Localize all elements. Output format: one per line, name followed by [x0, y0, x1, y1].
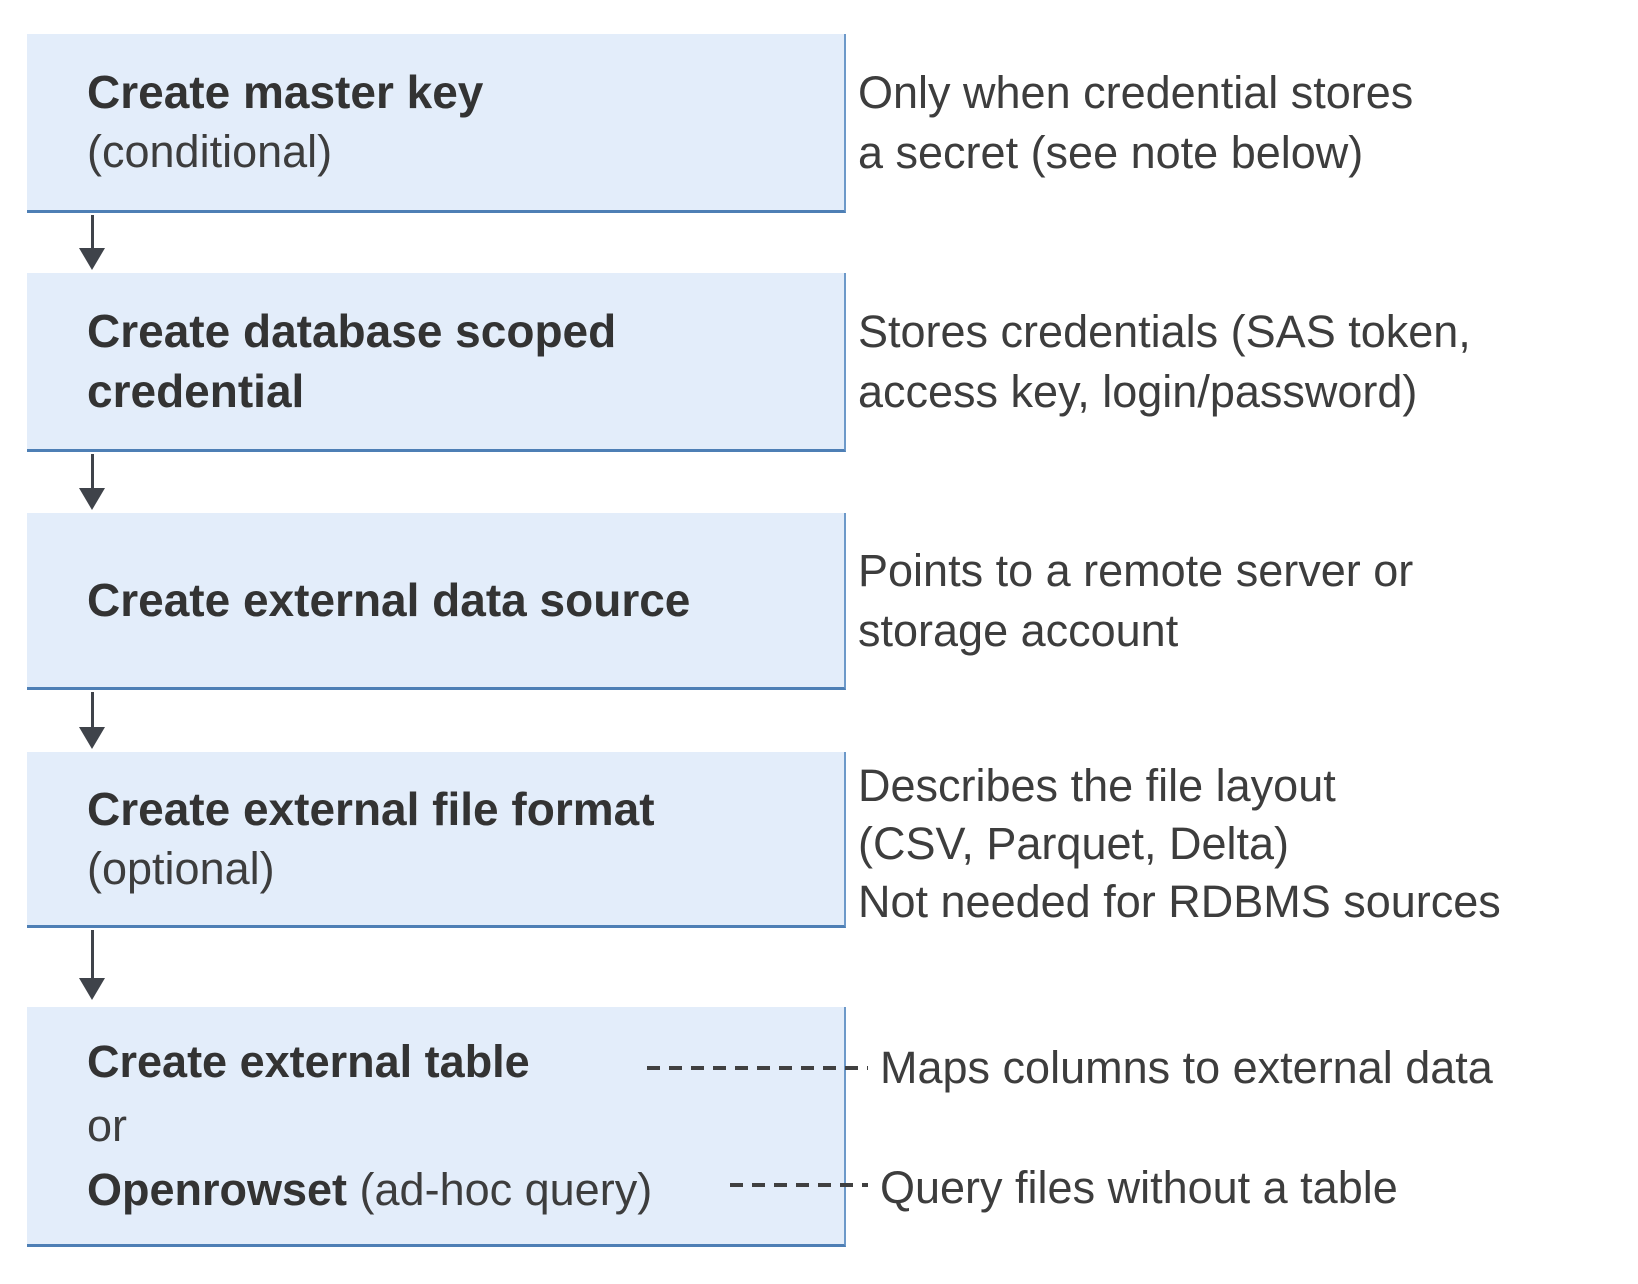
step-description: Stores credentials (SAS token, access ke…: [858, 302, 1471, 422]
down-arrow-icon: [79, 454, 105, 510]
arrow-head: [79, 488, 105, 510]
down-arrow-icon: [79, 930, 105, 1000]
step-title: Create master key: [87, 66, 484, 118]
description-line: Points to a remote server or: [858, 545, 1414, 596]
arrow-head: [79, 248, 105, 270]
arrow-stem: [90, 215, 94, 248]
step-title: Create external data source: [87, 574, 691, 626]
or-label: or: [87, 1099, 128, 1151]
description-line: Describes the file layout: [858, 760, 1336, 811]
step-box-create-master-key: Create master key (conditional): [27, 34, 846, 213]
description-line: Not needed for RDBMS sources: [858, 876, 1501, 927]
description-line: (CSV, Parquet, Delta): [858, 818, 1290, 869]
arrow-stem: [90, 692, 94, 727]
step-alt-suffix: (ad-hoc query): [347, 1163, 653, 1215]
step-description: Points to a remote server or storage acc…: [858, 541, 1413, 661]
dashed-connector: [647, 1066, 868, 1070]
step-description: Describes the file layout (CSV, Parquet,…: [858, 757, 1501, 931]
step-description: Only when credential stores a secret (se…: [858, 63, 1413, 183]
description-line: Only when credential stores: [858, 67, 1414, 118]
step-box-create-external-file-format: Create external file format (optional): [27, 752, 846, 928]
step-subtitle: (conditional): [87, 126, 333, 177]
callout-maps-columns: Maps columns to external data: [880, 1042, 1493, 1093]
step-alt-title: Openrowset: [87, 1163, 348, 1215]
step-box-create-database-scoped-credential: Create database scoped credential: [27, 273, 846, 452]
description-line: storage account: [858, 605, 1179, 656]
step-box-create-external-data-source: Create external data source: [27, 513, 846, 690]
arrow-stem: [90, 930, 94, 978]
dashed-connector: [730, 1183, 868, 1187]
step-title-line: Create external table: [87, 1030, 826, 1094]
arrow-stem: [90, 454, 94, 488]
step-box-create-external-table-or-openrowset: Create external table or Openrowset (ad-…: [27, 1007, 846, 1247]
down-arrow-icon: [79, 692, 105, 749]
step-alt-title-line: Openrowset (ad-hoc query): [87, 1158, 826, 1222]
step-subtitle: (optional): [87, 842, 275, 894]
description-line: a secret (see note below): [858, 127, 1364, 178]
step-title: Create external table: [87, 1035, 530, 1087]
description-line: access key, login/password): [858, 366, 1418, 417]
step-title: Create database scoped credential: [87, 305, 617, 417]
down-arrow-icon: [79, 215, 105, 270]
arrow-head: [79, 727, 105, 749]
arrow-head: [79, 978, 105, 1000]
description-line: Stores credentials (SAS token,: [858, 306, 1471, 357]
callout-query-files: Query files without a table: [880, 1162, 1398, 1213]
step-title: Create external file format: [87, 782, 655, 835]
